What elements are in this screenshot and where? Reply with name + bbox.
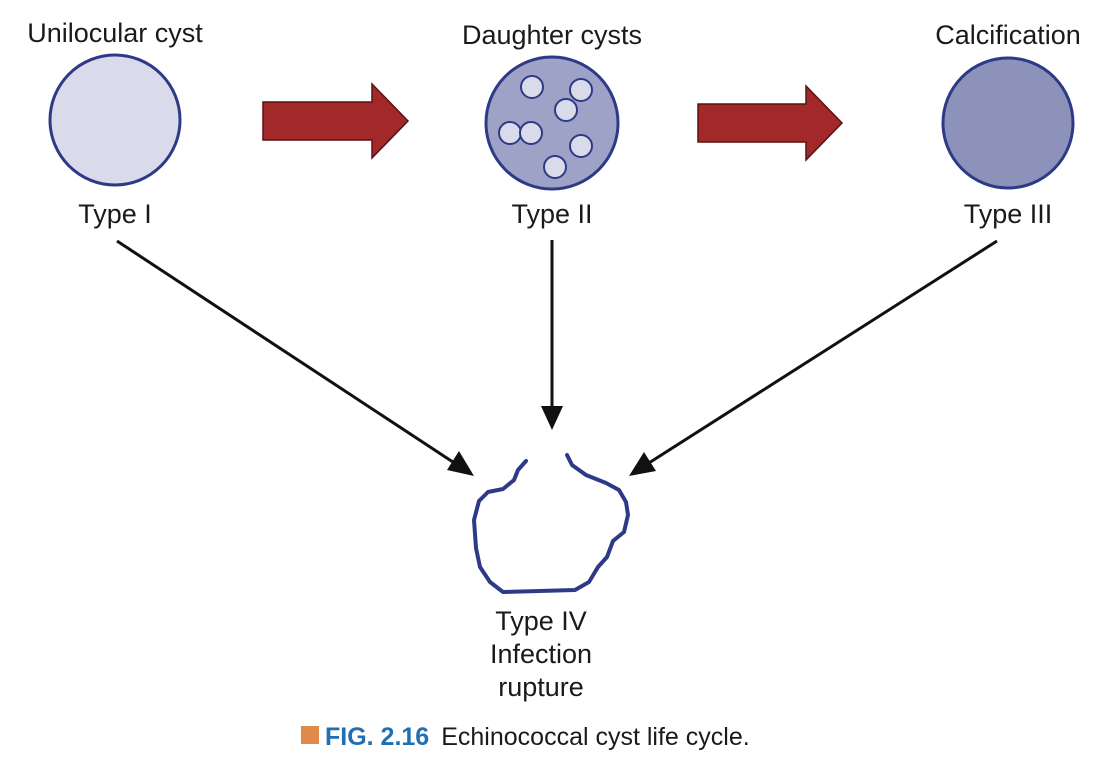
figure-caption-text: Echinococcal cyst life cycle.: [441, 723, 749, 751]
unilocular-cyst: [48, 53, 182, 187]
type-iv-label: Type IV: [495, 606, 587, 636]
arrow-type-i-to-iv: [116, 239, 474, 476]
daughter-cyst: [520, 75, 544, 99]
progression-arrow-1: [262, 82, 410, 160]
stage1-top-label: Unilocular cyst: [27, 18, 203, 48]
daughter-cyst: [554, 98, 578, 122]
infection-label: Infection: [490, 639, 592, 669]
rupture-label: rupture: [498, 672, 584, 702]
daughter-cyst: [569, 134, 593, 158]
type-i-label: Type I: [78, 199, 152, 229]
figure-caption: FIG. 2.16 Echinococcal cyst life cycle.: [325, 723, 750, 751]
daughter-cyst: [498, 121, 522, 145]
type-ii-label: Type II: [511, 199, 592, 229]
arrow-type-ii-to-iv: [541, 240, 563, 430]
daughter-cysts-cyst: [484, 55, 620, 191]
type-iii-label: Type III: [964, 199, 1053, 229]
arrow-type-iii-to-iv: [629, 239, 998, 476]
daughter-cyst: [543, 155, 567, 179]
calcified-cyst: [941, 56, 1075, 190]
ruptured-cyst-outline: [472, 453, 630, 594]
daughter-cyst: [569, 78, 593, 102]
stage2-top-label: Daughter cysts: [462, 20, 642, 50]
caption-square-icon: [301, 726, 319, 744]
figure-number: FIG. 2.16: [325, 723, 429, 751]
progression-arrow-2: [697, 84, 844, 162]
stage3-top-label: Calcification: [935, 20, 1081, 50]
daughter-cyst: [519, 121, 543, 145]
